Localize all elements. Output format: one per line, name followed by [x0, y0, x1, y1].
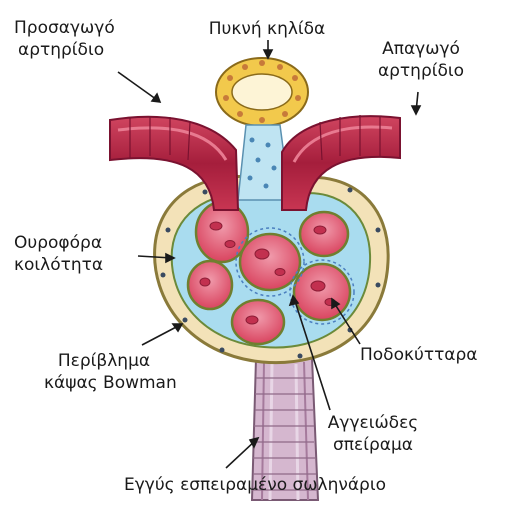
afferent-arteriole	[110, 116, 238, 210]
label-bowman-line1: Περίβλημα	[44, 350, 164, 372]
label-efferent-arteriole: Απαγωγό αρτηρίδιο	[366, 38, 476, 82]
label-urinary-space-line2: κοιλότητα	[14, 254, 103, 276]
label-afferent-line1: Προσαγωγό	[14, 17, 115, 39]
label-glomerulus-line2: σπείραμα	[318, 434, 428, 456]
label-efferent-line1: Απαγωγό	[366, 38, 476, 60]
label-proximal-tubule: Εγγύς εσπειραμένο σωληνάριο	[60, 474, 450, 496]
label-macula-densa-text: Πυκνή κηλίδα	[197, 18, 337, 40]
label-podocytes-text: Ποδοκύτταρα	[360, 344, 478, 366]
label-glomerulus-line1: Αγγειώδες	[318, 412, 428, 434]
label-podocytes: Ποδοκύτταρα	[360, 344, 478, 366]
label-proximal-tubule-text: Εγγύς εσπειραμένο σωληνάριο	[60, 474, 450, 496]
macula-densa	[216, 58, 308, 126]
label-bowman-capsule: Περίβλημα κάψας Bowman	[44, 350, 164, 394]
label-urinary-space: Ουροφόρα κοιλότητα	[14, 232, 103, 276]
label-macula-densa: Πυκνή κηλίδα	[197, 18, 337, 40]
label-glomerulus: Αγγειώδες σπείραμα	[318, 412, 428, 456]
label-afferent-line2: αρτηρίδιο	[14, 39, 115, 61]
label-bowman-line2: κάψας Bowman	[44, 372, 164, 394]
label-afferent-arteriole: Προσαγωγό αρτηρίδιο	[14, 17, 115, 61]
label-urinary-space-line1: Ουροφόρα	[14, 232, 103, 254]
label-efferent-line2: αρτηρίδιο	[366, 60, 476, 82]
